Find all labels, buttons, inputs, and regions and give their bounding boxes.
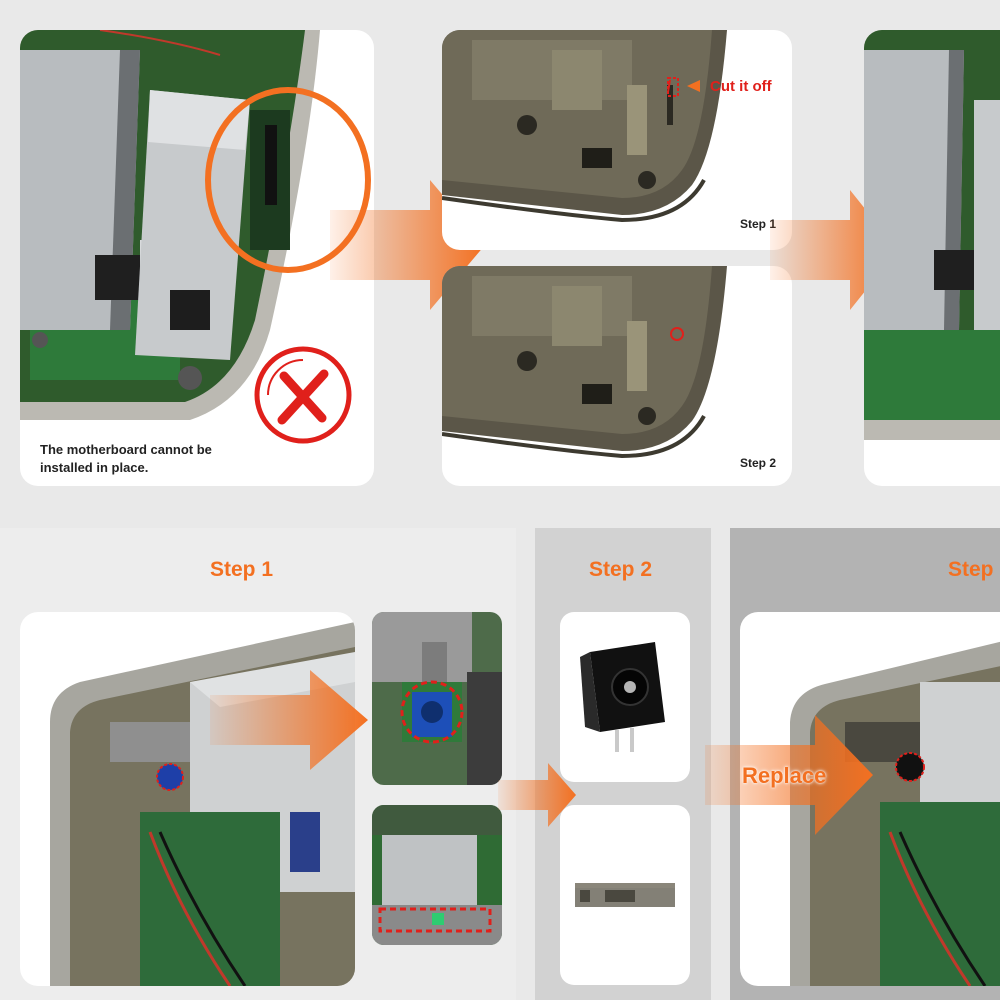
card-motherboard-installed (864, 30, 1000, 486)
case-insert-image (575, 883, 675, 907)
motherboard-installed-image (864, 30, 1000, 440)
card-case-insert-part (560, 805, 690, 985)
case-interior-cut-image (442, 266, 727, 459)
replaced-jack-image (790, 641, 1000, 986)
replace-label: Replace (742, 763, 827, 788)
bottom-step-1-header: Step 1 (210, 558, 274, 581)
orange-arrow-icon (210, 670, 368, 770)
card-dc-jack-part (560, 612, 690, 782)
step-2-label: Step 2 (740, 456, 777, 470)
card-step-1-cut: Cut it off Step 1 (442, 30, 792, 250)
orange-arrow-icon (498, 763, 576, 827)
top-section: The motherboard cannot be installed in p… (20, 30, 1000, 486)
card-board-closeup (372, 805, 502, 945)
cross-circle-icon (254, 346, 352, 444)
jack-closeup-image (372, 612, 502, 785)
motherboard-illustration (20, 30, 371, 420)
caption-line-1: The motherboard cannot be (40, 442, 212, 457)
orange-arrow-icon (705, 715, 873, 835)
bottom-step-2-header: Step 2 (589, 558, 653, 581)
bottom-step-3-header: Step (948, 558, 994, 581)
card-step-2-cut: Step 2 (442, 266, 792, 486)
cut-it-off-label: Cut it off (710, 78, 772, 95)
card-motherboard-problem: The motherboard cannot be installed in p… (20, 30, 374, 486)
dc-jack-image (580, 642, 665, 752)
case-interior-image (442, 30, 727, 223)
card-replace-result (740, 612, 1000, 986)
card-jack-closeup (372, 612, 502, 785)
step-1-label: Step 1 (740, 217, 777, 231)
caption-line-2: installed in place. (40, 460, 149, 475)
board-closeup-image (372, 805, 502, 945)
